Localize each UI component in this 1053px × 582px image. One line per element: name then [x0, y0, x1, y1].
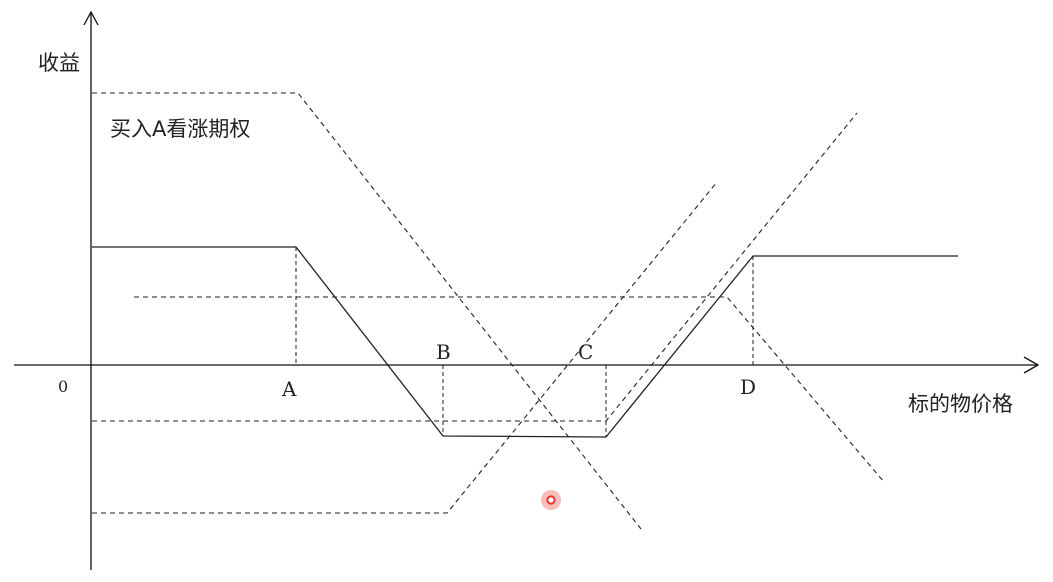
cursor-indicator	[541, 490, 561, 510]
y-axis-label: 收益	[38, 51, 80, 75]
tick-label-b: B	[436, 340, 451, 364]
origin-label: 0	[58, 377, 68, 396]
tick-label-a: A	[281, 377, 297, 401]
sell-call-c-payoff	[92, 112, 858, 422]
x-axis-arrowhead	[1023, 356, 1040, 374]
y-axis-arrowhead	[83, 10, 99, 26]
buy-call-a-payoff	[92, 92, 642, 530]
tick-label-c: C	[578, 340, 593, 364]
x-axis-label: 标的物价格	[908, 392, 1013, 416]
buy-call-a-label: 买入A看涨期权	[110, 117, 250, 141]
buy-call-d-payoff	[134, 296, 885, 483]
tick-label-d: D	[740, 375, 756, 399]
combined-payoff-line	[92, 246, 958, 438]
sell-call-b-payoff	[92, 181, 718, 514]
